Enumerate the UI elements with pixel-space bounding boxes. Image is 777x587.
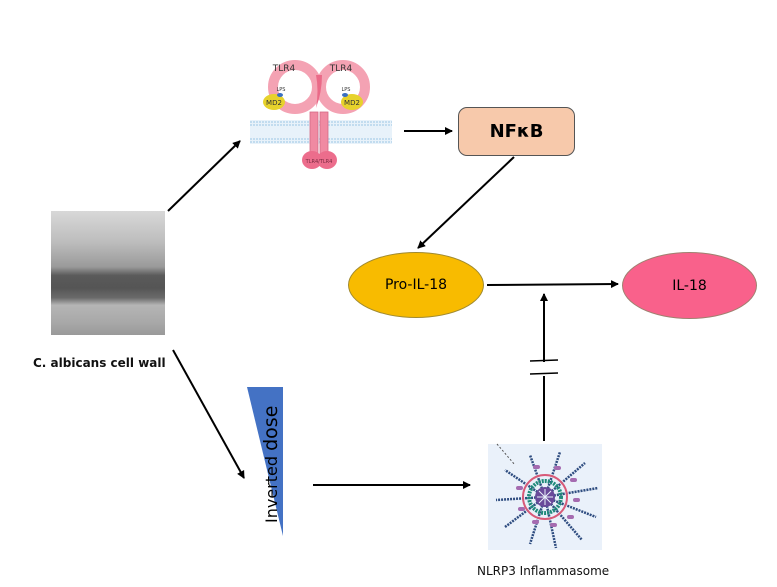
inverted-dose-label-big: dose — [260, 405, 282, 451]
pro-il18-node: Pro-IL-18 — [348, 252, 484, 318]
tlr4-receptor-icon: TLR4/TLR4 MD2 MD2 LPS LPS TLR4 TLR4 — [250, 60, 392, 169]
il18-node: IL-18 — [622, 252, 757, 319]
svg-text:LPS: LPS — [277, 87, 286, 93]
inverted-dose-label-small: Inverted — [262, 450, 281, 523]
inverted-dose-wedge — [247, 387, 283, 536]
cell-wall-micrograph — [51, 211, 165, 335]
nlrp3-inflammasome-icon — [488, 443, 602, 550]
arrow-cellwall-to-dose — [172, 349, 245, 479]
cell-wall-label: C. albicans cell wall — [33, 356, 166, 370]
pro-il18-label: Pro-IL-18 — [384, 277, 448, 293]
nfkb-label: NFκB — [489, 121, 544, 142]
arrow-proil18-to-il18 — [486, 280, 619, 289]
arrow-nlrp3-inhibited — [529, 293, 559, 441]
svg-text:TLR4/TLR4: TLR4/TLR4 — [305, 159, 333, 165]
inverted-dose-label: Inverted dose — [260, 406, 282, 523]
arrow-nfkb-to-proil18 — [417, 156, 515, 249]
svg-text:TLR4: TLR4 — [329, 64, 353, 74]
arrow-cellwall-to-tlr4 — [167, 140, 241, 212]
nlrp3-label: NLRP3 Inflammasome — [477, 564, 610, 578]
svg-text:TLR4: TLR4 — [272, 64, 296, 74]
svg-text:MD2: MD2 — [266, 99, 282, 107]
il18-label: IL-18 — [672, 277, 707, 294]
nfkb-node: NFκB — [458, 107, 575, 156]
svg-text:MD2: MD2 — [344, 99, 360, 107]
svg-text:LPS: LPS — [342, 87, 351, 93]
